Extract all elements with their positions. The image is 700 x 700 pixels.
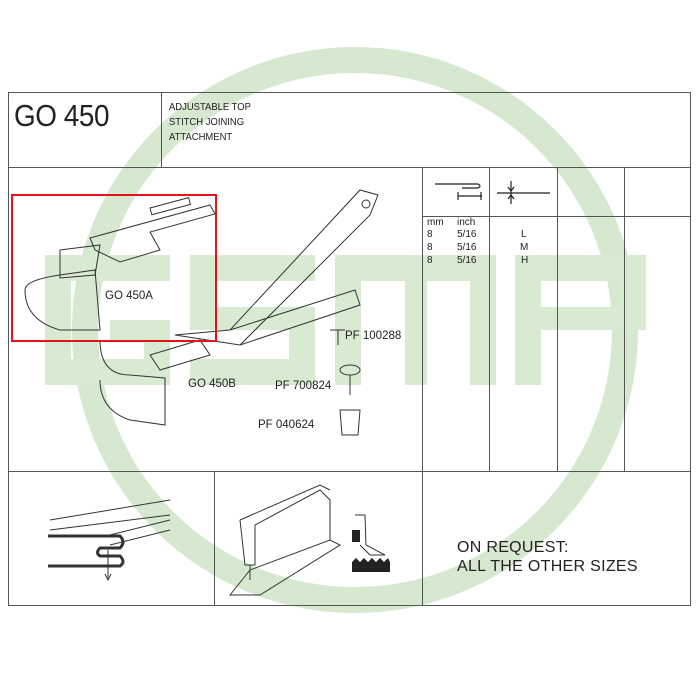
seam-diagram [48,499,171,582]
row-mm: 8 [427,229,433,240]
description-line: STITCH JOINING [169,116,245,128]
row-mm: 8 [427,255,433,266]
description-line: ATTACHMENT [169,131,233,143]
row-inch: 5/16 [457,229,477,240]
model-number: GO 450 [14,98,110,133]
part-label-go450b: GO 450B [188,378,236,390]
description-line: ADJUSTABLE TOP [169,101,251,113]
part-label-pf040624: PF 040624 [258,419,315,431]
row-mm: 8 [427,242,433,253]
part-label-pf100288: PF 100288 [345,330,402,342]
thickness-icon [497,181,550,204]
col-inch-header: inch [457,217,476,228]
highlight-box [11,194,217,342]
attachment-drawing [24,189,379,436]
on-request-note: ON REQUEST: ALL THE OTHER SIZES [457,538,638,576]
row-inch: 5/16 [457,255,477,266]
note-line: ON REQUEST: [457,539,569,556]
col-mm-header: mm [427,217,444,228]
row-type: L [521,229,527,240]
sewing-machine-icon [228,484,342,596]
row-type: M [520,242,529,253]
presser-foot-icon [352,514,390,572]
fold-width-icon [435,183,482,200]
part-label-pf700824: PF 700824 [275,380,332,392]
part-label-go450a: GO 450A [105,290,153,302]
note-line: ALL THE OTHER SIZES [457,558,638,575]
row-type: H [521,255,529,266]
row-inch: 5/16 [457,242,477,253]
product-description: ADJUSTABLE TOP STITCH JOINING ATTACHMENT [169,100,251,145]
